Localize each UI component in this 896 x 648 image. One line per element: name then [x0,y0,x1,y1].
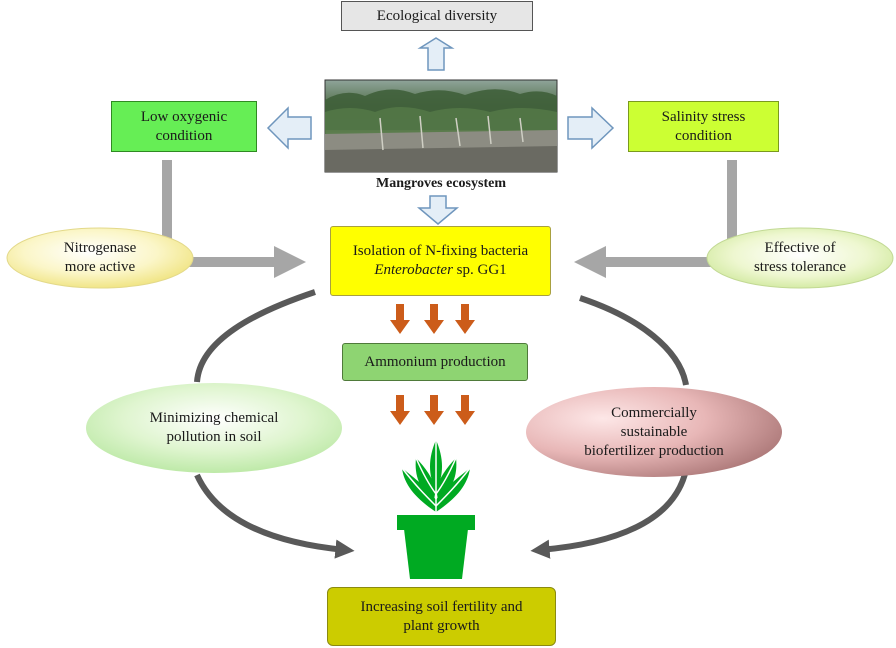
blue-arrow-right [567,106,615,150]
soil-fertility-box: Increasing soil fertility and plant grow… [327,587,556,646]
isolation-label-line1: Isolation of N-fixing bacteria [352,243,529,259]
low-oxygenic-label-line1: Low oxygenic [140,108,228,125]
stress-tolerance-ellipse [706,227,894,289]
mangroves-caption: Mangroves ecosystem [376,176,506,191]
salinity-stress-label-line2: condition [675,127,732,144]
mangrove-photo [324,79,558,173]
biofertilizer-label-line2: sustainable [620,423,688,440]
arc-lower-left [194,473,355,559]
grey-arrow-right [573,160,737,279]
nitrogenase-ellipse [6,227,194,289]
soil-fertility-label-line2: plant growth [403,617,480,634]
nitrogenase-label-line1: Nitrogenase [63,240,137,256]
biofertilizer-ellipse [526,387,782,477]
ammonium-box: Ammonium production [342,343,528,381]
blue-arrow-up [417,37,455,71]
isolation-box: Isolation of N-fixing bacteria Enterobac… [330,226,551,296]
isolation-genus: Enterobacter [374,262,453,278]
blue-arrow-left [266,106,312,150]
soil-fertility-label-line1: Increasing soil fertility and [360,598,523,615]
low-oxygenic-box: Low oxygenic condition [111,101,257,152]
isolation-label-line2: Enterobacter sp. GG1 [374,261,506,280]
minimizing-label-line2: pollution in soil [166,429,262,445]
orange-arrows-lower [390,395,475,425]
nitrogenase-label-line2: more active [64,259,136,275]
biofertilizer-text: Commercially sustainable biofertilizer p… [526,387,782,477]
minimizing-ellipse [86,383,342,473]
biofertilizer-label-line3: biofertilizer production [584,442,724,459]
low-oxygenic-label-line2: condition [155,127,213,144]
orange-arrows-upper [390,304,475,334]
isolation-strain: sp. GG1 [452,262,507,278]
stress-tolerance-label-line2: stress tolerance [753,259,847,275]
biofertilizer-label-line1: Commercially [611,404,697,421]
minimizing-label-line1: Minimizing chemical [149,410,279,426]
stress-tolerance-text: Effective of stress tolerance [707,228,893,288]
arc-lower-right [530,469,689,559]
arc-upper-left [194,289,316,383]
salinity-stress-box: Salinity stress condition [628,101,779,152]
ammonium-label: Ammonium production [364,353,506,370]
plant-icon [397,440,475,579]
ecological-diversity-box: Ecological diversity [341,1,533,31]
stress-tolerance-label-line1: Effective of [764,240,836,256]
blue-arrow-down [416,195,460,225]
nitrogenase-text: Nitrogenase more active [7,228,193,288]
salinity-stress-label-line1: Salinity stress [661,108,746,125]
arc-upper-right [579,295,689,386]
minimizing-text: Minimizing chemical pollution in soil [86,383,342,473]
ecological-diversity-label: Ecological diversity [376,7,498,24]
